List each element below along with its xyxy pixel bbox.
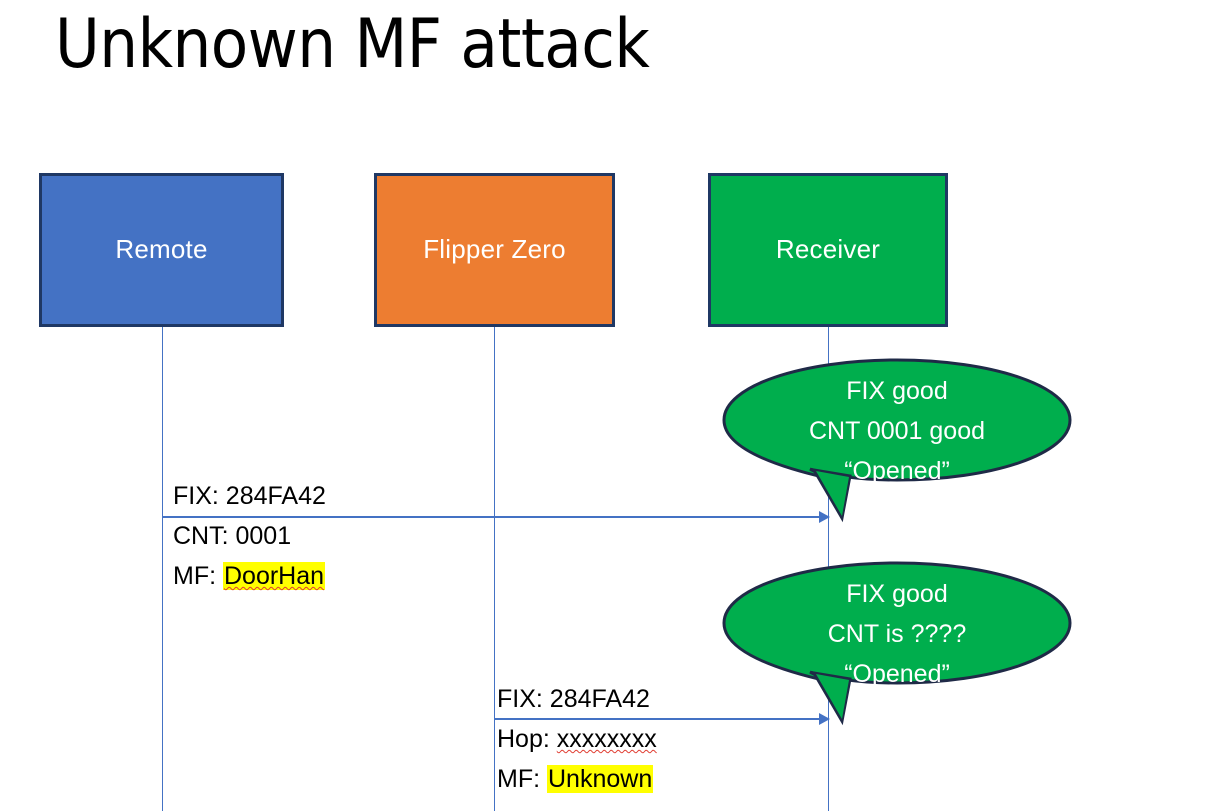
- message-line-fix-2: FIX: 284FA42: [497, 679, 657, 719]
- actor-label-receiver: Receiver: [775, 234, 881, 265]
- message-line-fix-2-label: FIX:: [497, 685, 550, 713]
- message-line-cnt-value: 0001: [235, 522, 292, 550]
- message-line-hop-label: Hop:: [497, 725, 557, 753]
- message-line-cnt-label: CNT:: [173, 522, 236, 550]
- message-line-fix-value: 284FA42: [225, 482, 326, 510]
- message-arrow-flipper-to-receiver: [494, 718, 828, 720]
- message-line-fix-label: FIX:: [173, 482, 226, 510]
- message-line-fix: FIX: 284FA42: [173, 476, 326, 516]
- actor-box-flipper: Flipper Zero: [374, 173, 615, 327]
- message-line-hop: Hop: xxxxxxxx: [497, 719, 657, 759]
- message-arrow-remote-to-receiver: [162, 516, 828, 518]
- message-line-mf: MF: DoorHan: [173, 556, 326, 596]
- message-line-mf-2: MF: Unknown: [497, 759, 657, 799]
- message-line-mf-2-label: MF:: [497, 765, 547, 793]
- lifeline-flipper: [493, 327, 496, 811]
- actor-label-flipper: Flipper Zero: [423, 234, 566, 265]
- callout-bubble-receiver-first: FIX good CNT 0001 good “Opened”: [722, 358, 1072, 523]
- message-line-hop-value: xxxxxxxx: [556, 725, 657, 753]
- message-line-mf-2-value: Unknown: [547, 765, 654, 793]
- message-line-cnt: CNT: 0001: [173, 516, 326, 556]
- message-line-mf-label: MF:: [173, 562, 223, 590]
- actor-box-receiver: Receiver: [708, 173, 948, 327]
- actor-box-remote: Remote: [39, 173, 284, 327]
- callout-bubble-shape: [722, 358, 1072, 523]
- actor-label-remote: Remote: [115, 234, 208, 265]
- message-label-remote-to-receiver: FIX: 284FA42 CNT: 0001 MF: DoorHan: [173, 476, 326, 596]
- callout-bubble-shape-2: [722, 561, 1072, 726]
- page-title: Unknown MF attack: [55, 5, 650, 84]
- message-line-fix-2-value: 284FA42: [549, 685, 650, 713]
- callout-bubble-receiver-second: FIX good CNT is ???? “Opened”: [722, 561, 1072, 726]
- message-label-flipper-to-receiver: FIX: 284FA42 Hop: xxxxxxxx MF: Unknown: [497, 679, 657, 799]
- lifeline-remote: [161, 327, 164, 811]
- message-line-mf-value: DoorHan: [223, 562, 326, 590]
